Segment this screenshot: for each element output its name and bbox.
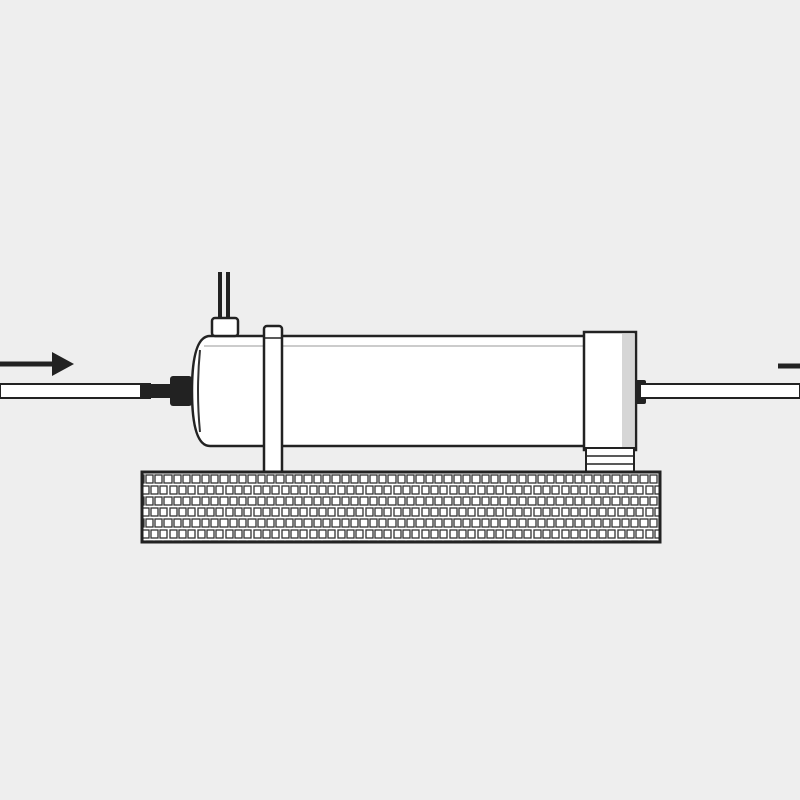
- cylindrical-vessel: [190, 334, 590, 448]
- brick-pattern-base: [140, 470, 662, 544]
- inlet-pipe: [0, 376, 192, 406]
- arrow-right-icon: [0, 352, 74, 376]
- top-fitting: [210, 272, 240, 338]
- vessel-end-cap: [582, 330, 638, 473]
- support-strap: [262, 324, 284, 478]
